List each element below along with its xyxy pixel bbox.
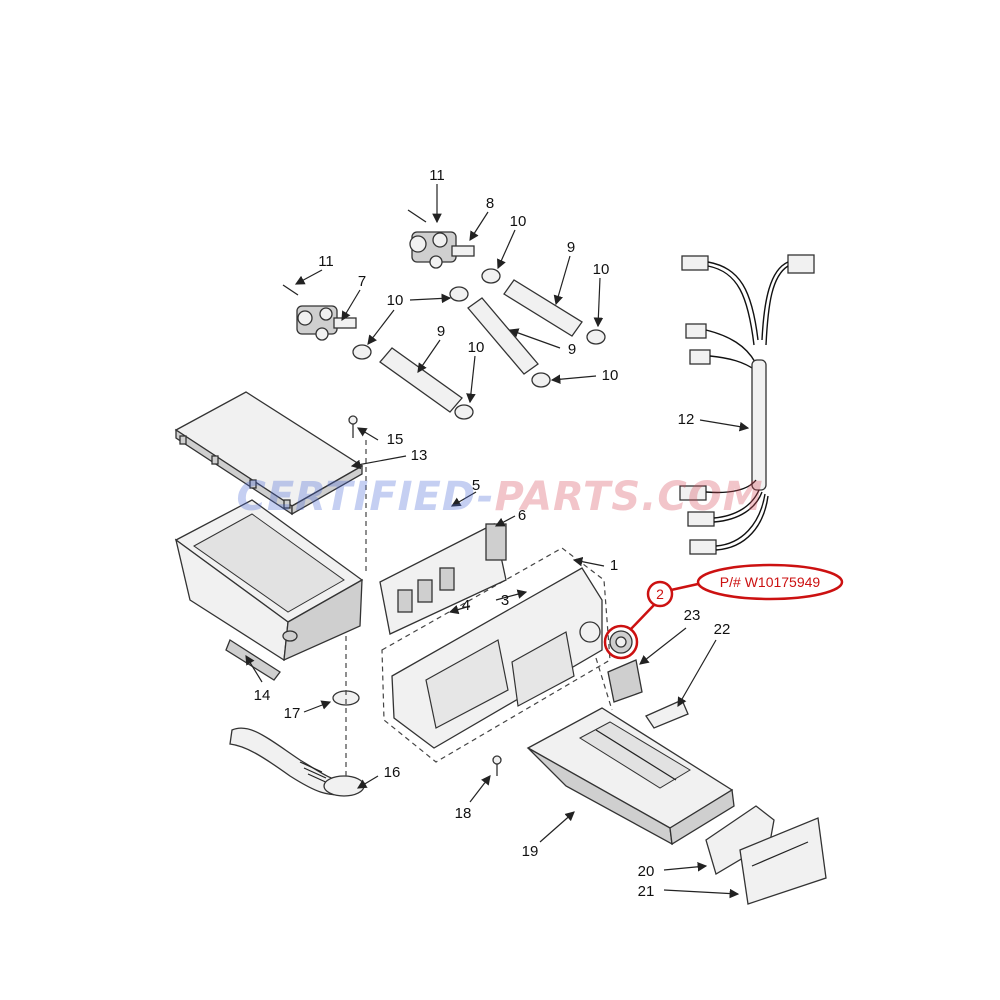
label-3: 3 (501, 592, 509, 609)
leader-lines (245, 184, 750, 899)
label-10-b: 10 (593, 261, 610, 278)
label-22: 22 (714, 621, 731, 638)
part-number-oval (696, 563, 844, 601)
label-14: 14 (254, 687, 271, 704)
water-valve-8 (409, 231, 475, 269)
drain-hose-16 (229, 727, 365, 797)
label-13: 13 (411, 447, 428, 464)
callout-number: 2 (656, 586, 664, 602)
hose-clamps-10 (352, 268, 606, 420)
knob-2 (609, 630, 633, 654)
label-6: 6 (518, 507, 526, 524)
screw-18 (492, 755, 502, 776)
screw-11-upper (407, 209, 427, 223)
label-21: 21 (638, 883, 655, 900)
label-10-a: 10 (510, 213, 527, 230)
control-board-4 (379, 523, 507, 635)
label-8: 8 (486, 195, 494, 212)
board-bracket-6 (485, 523, 507, 561)
watermark-part2: PARTS.COM (494, 474, 763, 520)
part-23 (607, 659, 643, 703)
dispenser-drawer-19 (526, 707, 735, 846)
console-panel-1 (381, 547, 611, 763)
label-19: 19 (522, 843, 539, 860)
part-labels: 11 8 10 9 10 11 7 10 9 10 9 10 12 15 13 … (254, 167, 731, 900)
label-10-e: 10 (602, 367, 619, 384)
label-16: 16 (384, 764, 401, 781)
label-12: 12 (678, 411, 695, 428)
label-10-c: 10 (387, 292, 404, 309)
screw-15 (348, 415, 358, 438)
part-number-text: P/# W10175949 (720, 574, 821, 590)
highlighted-part-circle (603, 624, 639, 660)
screw-11-lower (282, 284, 299, 296)
watermark: CERTIFIED-PARTS.COM (237, 474, 764, 520)
wire-harness-12 (679, 254, 815, 555)
drawer-front-21 (739, 817, 827, 905)
part-22 (645, 699, 689, 729)
assembly-dashed-lines (345, 440, 613, 778)
part-callout: 2 P/# W10175949 (603, 563, 844, 660)
hose-9-left (379, 347, 463, 413)
label-9-right: 9 (567, 239, 575, 256)
label-17: 17 (284, 705, 301, 722)
label-15: 15 (387, 431, 404, 448)
label-1: 1 (610, 557, 618, 574)
label-9-middle: 9 (568, 341, 576, 358)
label-9-left: 9 (437, 323, 445, 340)
label-5: 5 (472, 477, 480, 494)
watermark-part1: CERTIFIED- (237, 474, 495, 520)
drawer-cap-20 (705, 805, 775, 875)
label-10-d: 10 (468, 339, 485, 356)
label-20: 20 (638, 863, 655, 880)
label-11-upper: 11 (429, 167, 445, 184)
callout-number-circle (646, 580, 674, 608)
hose-9-middle (467, 297, 539, 375)
dispenser-housing-14 (174, 499, 364, 681)
hose-9-right (503, 279, 583, 337)
label-23: 23 (684, 607, 701, 624)
label-11-lower: 11 (318, 253, 334, 270)
label-7: 7 (358, 273, 366, 290)
dispenser-cover-13 (174, 391, 364, 516)
label-18: 18 (455, 805, 472, 822)
label-4: 4 (462, 597, 470, 614)
water-valve-7 (296, 305, 357, 341)
